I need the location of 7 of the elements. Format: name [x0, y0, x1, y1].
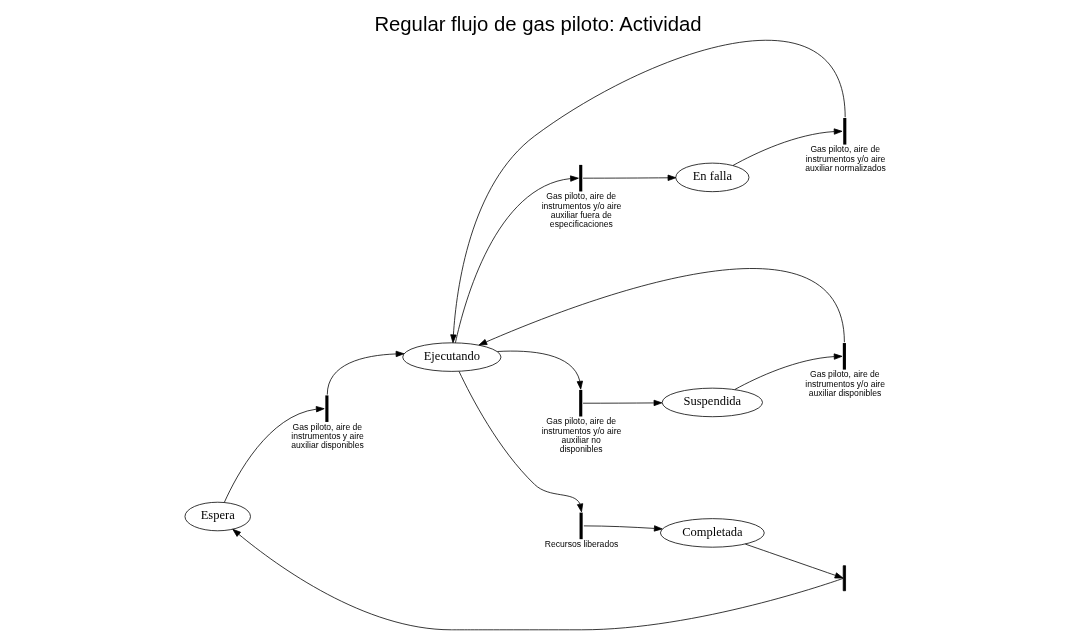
- node-label: Gas piloto, aire de instrumentos y aire auxiliar disponibles: [290, 421, 364, 451]
- node-label: Recursos liberados: [544, 538, 618, 549]
- node-label: Gas piloto, aire de instrumentos y/o aire auxiliar disponibles: [804, 369, 885, 399]
- node-label: Gas piloto, aire de instrumentos y/o aire auxiliar fuera de especificaciones: [541, 191, 621, 230]
- diagram-title: Regular flujo de gas piloto: Actividad: [373, 12, 702, 35]
- node-label: Gas piloto, aire de instrumentos y/o aire auxiliar normalizados: [804, 144, 886, 173]
- node-label: Gas piloto, aire de instrumentos y/o aire auxiliar no disponibles: [541, 416, 621, 455]
